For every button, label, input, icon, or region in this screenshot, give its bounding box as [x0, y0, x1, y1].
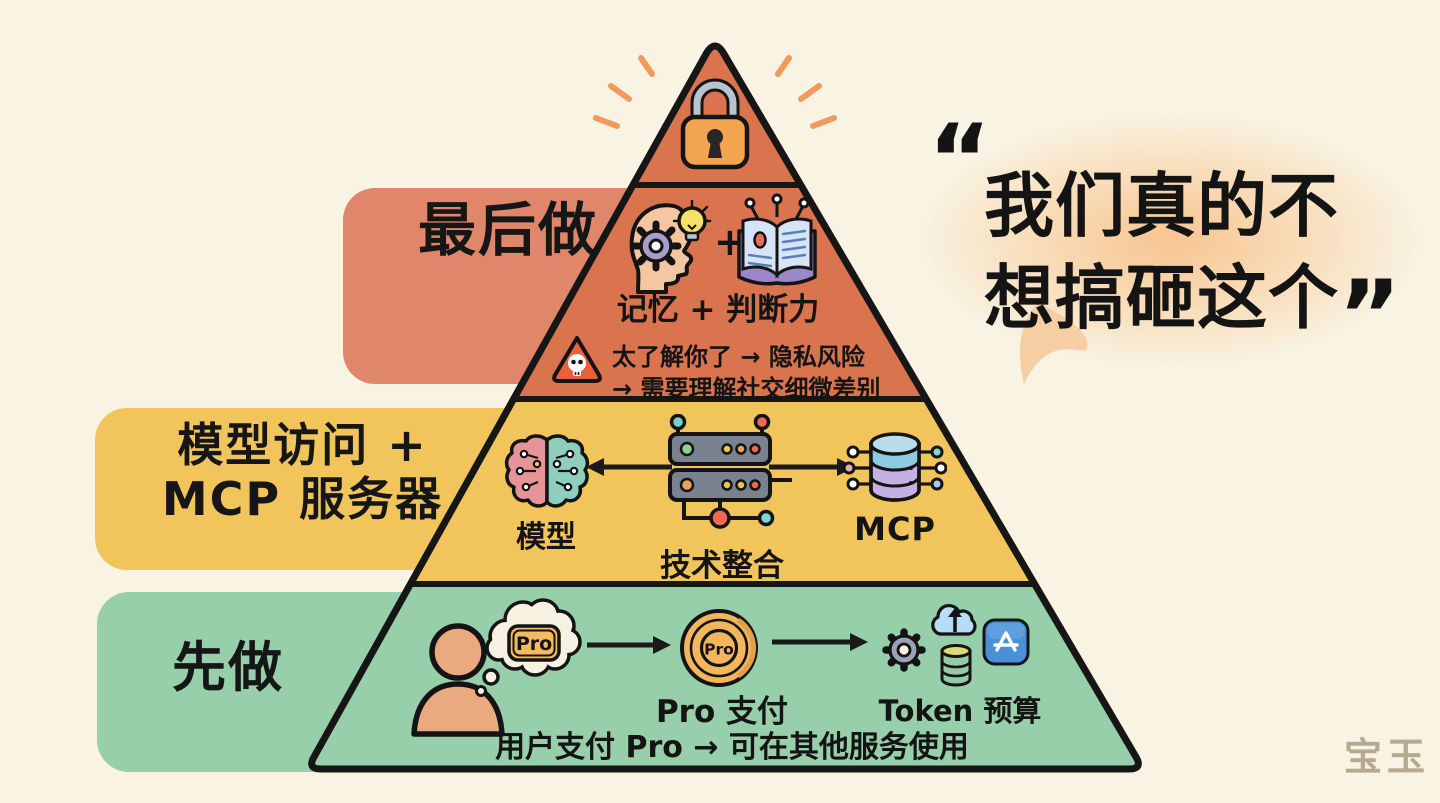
skull-warning-icon — [552, 336, 602, 383]
warning-line1: 太了解你了 → 隐私风险 — [612, 343, 865, 371]
arrow-left-icon — [586, 458, 672, 476]
quote-close-mark: ” — [1338, 260, 1402, 372]
side-label-first: 先做 — [172, 636, 284, 699]
quote-glow — [928, 118, 1414, 362]
book-icon — [737, 193, 817, 286]
gear-icon — [882, 628, 926, 672]
server-icon — [668, 414, 792, 529]
database-icon — [843, 432, 947, 502]
brain-icon — [504, 434, 590, 508]
model-label: 模型 — [516, 520, 576, 555]
thought-bubble-icon: Pro — [475, 598, 582, 697]
watermark: 宝玉 — [1344, 735, 1431, 779]
warning-line2: → 需要理解社交细微差别 — [612, 375, 881, 403]
coin-caption: Pro 支付 — [655, 694, 789, 730]
speech-tail — [1020, 303, 1088, 384]
app-store-icon — [982, 618, 1030, 666]
bubble-badge-text: Pro — [516, 633, 552, 655]
side-label-middle-line2: MCP 服务器 — [161, 472, 444, 527]
quote-line1: 我们真的不 — [984, 165, 1339, 247]
memory-label: 记忆 + 判断力 — [616, 292, 820, 328]
integration-label: 技术整合 — [660, 548, 784, 584]
mcp-label: MCP — [854, 510, 936, 548]
side-label-last: 最后做 — [417, 196, 598, 264]
quote-line2: 想搞砸这个 — [984, 257, 1339, 339]
cloud-upload-icon — [931, 604, 977, 636]
lock-icon — [680, 78, 750, 170]
arrow-pay-icon — [587, 636, 671, 654]
token-caption: Token 预算 — [878, 694, 1042, 728]
pro-coin-icon: Pro — [680, 609, 758, 687]
side-label-middle: 模型访问 + MCP 服务器 — [95, 418, 510, 527]
coin-text: Pro — [704, 641, 734, 659]
token-stack-icon — [940, 644, 972, 687]
arrow-token-icon — [772, 633, 868, 651]
lock-rays-icon — [593, 55, 837, 129]
head-idea-icon — [629, 199, 712, 294]
side-label-middle-line1: 模型访问 + — [177, 418, 428, 472]
quote-open-mark: “ — [928, 104, 992, 216]
payment-note: 用户支付 Pro → 可在其他服务使用 — [495, 730, 969, 765]
